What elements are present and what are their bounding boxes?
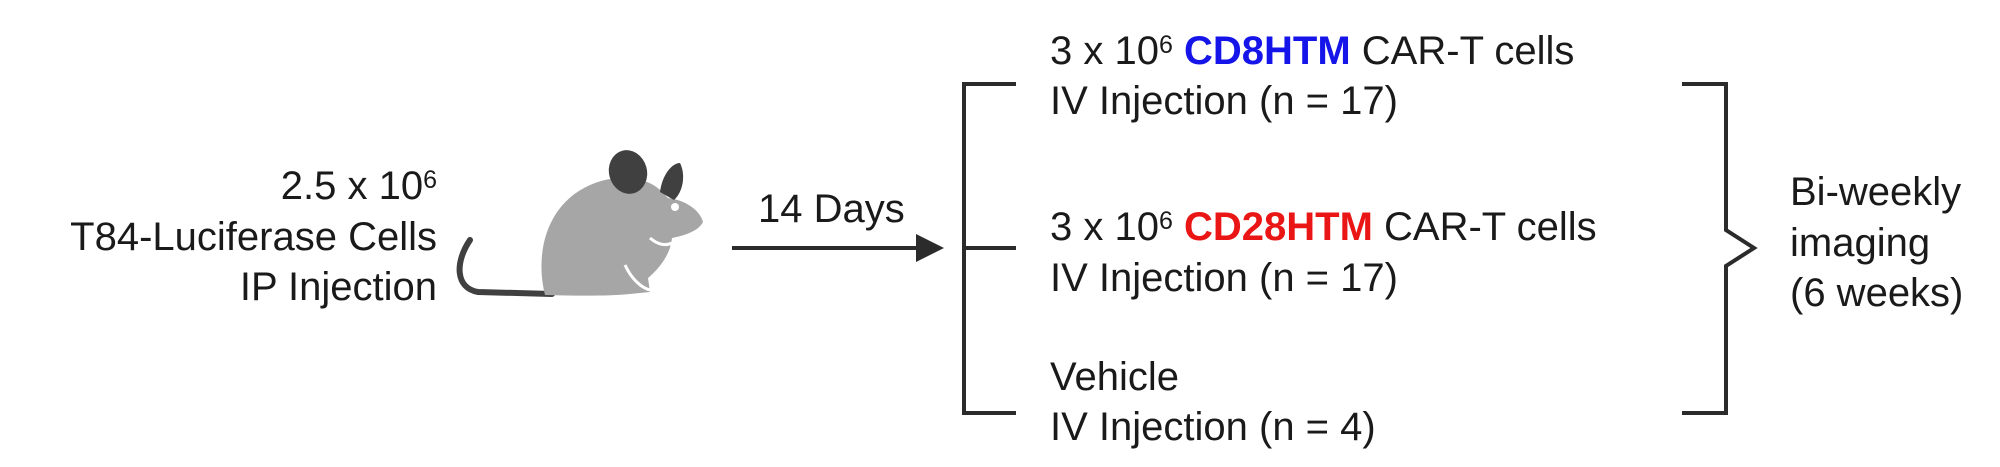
mouse-eye <box>671 203 679 211</box>
mouse-tail <box>456 237 555 297</box>
mouse-ear-back <box>608 150 648 194</box>
outcome-line-1: Bi-weekly <box>1790 170 1962 214</box>
group-2-construct: CD28HTM <box>1184 205 1373 249</box>
group-1-construct: CD8HTM <box>1184 29 1351 73</box>
group-1-route-label: IV Injection (n = 17) <box>1050 79 1398 123</box>
mouse-body <box>541 177 703 296</box>
group-3-route-label: IV Injection (n = 4) <box>1050 405 1376 449</box>
groups-right-bracket <box>1682 82 1758 415</box>
tumor-route-label: IP Injection <box>239 265 437 309</box>
tumor-cells-label: T84-Luciferase Cells <box>70 215 437 259</box>
mouse-icon <box>456 150 703 297</box>
timeline-arrow-head <box>916 234 944 262</box>
group-2-route-label: IV Injection (n = 17) <box>1050 256 1398 300</box>
group-3-name-label: Vehicle <box>1050 355 1179 399</box>
mouse-paw-line <box>649 236 673 247</box>
tumor-dose-exponent: 6 <box>423 166 437 194</box>
outcome-line-2: imaging <box>1790 221 1931 265</box>
mouse-ear-front <box>660 163 684 200</box>
mouse-leg-line <box>623 264 651 292</box>
group-1-dose-label: 3 x 106 CD8HTM CAR-T cells <box>1050 29 1575 73</box>
tumor-dose-label: 2.5 x 106 <box>280 164 437 208</box>
arrow-label: 14 Days <box>758 187 905 231</box>
group-2-dose-label: 3 x 106 CD28HTM CAR-T cells <box>1050 205 1597 249</box>
outcome-line-3: (6 weeks) <box>1790 271 1964 315</box>
